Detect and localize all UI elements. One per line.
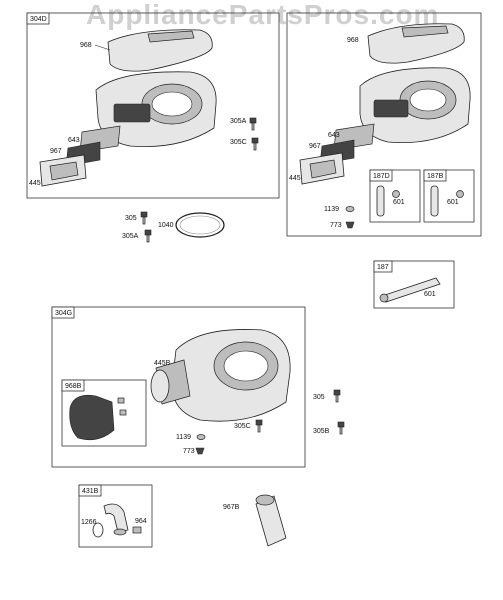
group-304g-tab	[51, 306, 75, 319]
leader-968a	[94, 44, 111, 51]
part-305a-bolt-a[interactable]	[249, 117, 257, 131]
group-304d-tab	[26, 12, 50, 25]
part-601-tube-a[interactable]	[376, 185, 400, 217]
label-305a: 305	[125, 215, 137, 222]
label-305cb: 305C	[234, 423, 251, 430]
part-305c-bolt-b[interactable]	[255, 419, 263, 433]
label-445b: 445	[289, 175, 301, 182]
part-blower-housing-a[interactable]	[95, 71, 217, 147]
group-187-label: 187	[377, 264, 389, 271]
part-blower-housing-b[interactable]	[359, 67, 471, 143]
label-967b: 967	[309, 143, 321, 150]
part-773-clip-a[interactable]	[345, 221, 355, 229]
label-643a: 643	[68, 137, 80, 144]
label-967a: 967	[50, 148, 62, 155]
group-187b-tab	[423, 169, 447, 182]
part-445-filter-a[interactable]	[39, 154, 87, 187]
label-305aa: 305A	[230, 118, 247, 125]
group-right-frame	[286, 12, 482, 237]
group-187-frame	[373, 260, 455, 309]
part-445-filter-b[interactable]	[299, 152, 345, 185]
group-187d-frame	[369, 169, 421, 223]
label-601a: 601	[393, 199, 405, 206]
group-right-housing: 968 643 967 445 187D 601	[286, 12, 482, 237]
label-1040: 1040	[158, 222, 174, 229]
group-187: 187 601	[373, 260, 455, 309]
part-968b-cover[interactable]	[69, 394, 127, 441]
part-968-cover-b[interactable]	[367, 23, 465, 64]
label-967b-sleeve: 967B	[223, 504, 240, 511]
label-305ca: 305C	[230, 139, 247, 146]
group-304d: 304D 968 643 967 445	[26, 12, 280, 199]
group-431b-frame	[78, 484, 153, 548]
group-304d-label: 304D	[30, 16, 47, 23]
group-431b-label: 431B	[82, 488, 99, 495]
part-1040-gasket[interactable]	[175, 212, 225, 238]
group-187d-tab	[369, 169, 393, 182]
group-304d-frame	[26, 12, 280, 199]
label-773a: 773	[330, 222, 342, 229]
group-187b-frame	[423, 169, 475, 223]
label-305b: 305	[313, 394, 325, 401]
group-187b-label: 187B	[427, 173, 444, 180]
part-1139-washer-a[interactable]	[345, 206, 355, 212]
group-968b-frame	[61, 379, 147, 447]
group-431b-tab	[78, 484, 102, 497]
group-968b-tab	[61, 379, 85, 392]
label-1139a: 1139	[324, 206, 339, 213]
label-305b-bolt: 305B	[313, 428, 330, 435]
part-305-bolt-b[interactable]	[333, 389, 341, 403]
part-1139-washer-b[interactable]	[196, 434, 206, 440]
label-968a: 968	[80, 42, 92, 49]
part-601-tube-b[interactable]	[430, 185, 464, 217]
part-305c-bolt-a[interactable]	[251, 137, 259, 151]
part-968-cover[interactable]	[107, 29, 213, 72]
part-445b-blower-housing[interactable]	[150, 329, 291, 422]
label-601c: 601	[424, 291, 436, 298]
group-187-tab	[373, 260, 393, 273]
label-1139b: 1139	[176, 434, 191, 441]
part-967b-sleeve[interactable]	[255, 494, 287, 547]
group-431b: 431B 1266 964	[78, 484, 153, 548]
label-1266: 1266	[81, 519, 97, 526]
part-305b-bolt[interactable]	[337, 421, 345, 435]
label-643b: 643	[328, 132, 340, 139]
label-305ab: 305A	[122, 233, 139, 240]
label-445a: 445	[29, 180, 41, 187]
part-305a-bolt-b[interactable]	[144, 229, 152, 243]
part-1266-seal[interactable]	[92, 522, 104, 538]
label-601b: 601	[447, 199, 459, 206]
group-187d-label: 187D	[373, 173, 390, 180]
label-968b: 968	[347, 37, 359, 44]
label-445b-housing: 445B	[154, 360, 171, 367]
part-964-clip[interactable]	[132, 526, 142, 534]
part-601-tube-c[interactable]	[379, 277, 441, 303]
label-773b: 773	[183, 448, 195, 455]
group-304g-frame	[51, 306, 306, 468]
group-304g: 304G 445B 968B 1139 773 305C	[51, 306, 306, 468]
group-968b-label: 968B	[65, 383, 82, 390]
group-304g-label: 304G	[55, 310, 72, 317]
part-773-clip-b[interactable]	[195, 447, 205, 455]
part-305-bolt[interactable]	[140, 211, 148, 225]
watermark-text: AppliancePartsPros.com	[86, 0, 439, 30]
part-431b-elbow[interactable]	[103, 503, 129, 536]
label-964: 964	[135, 518, 147, 525]
